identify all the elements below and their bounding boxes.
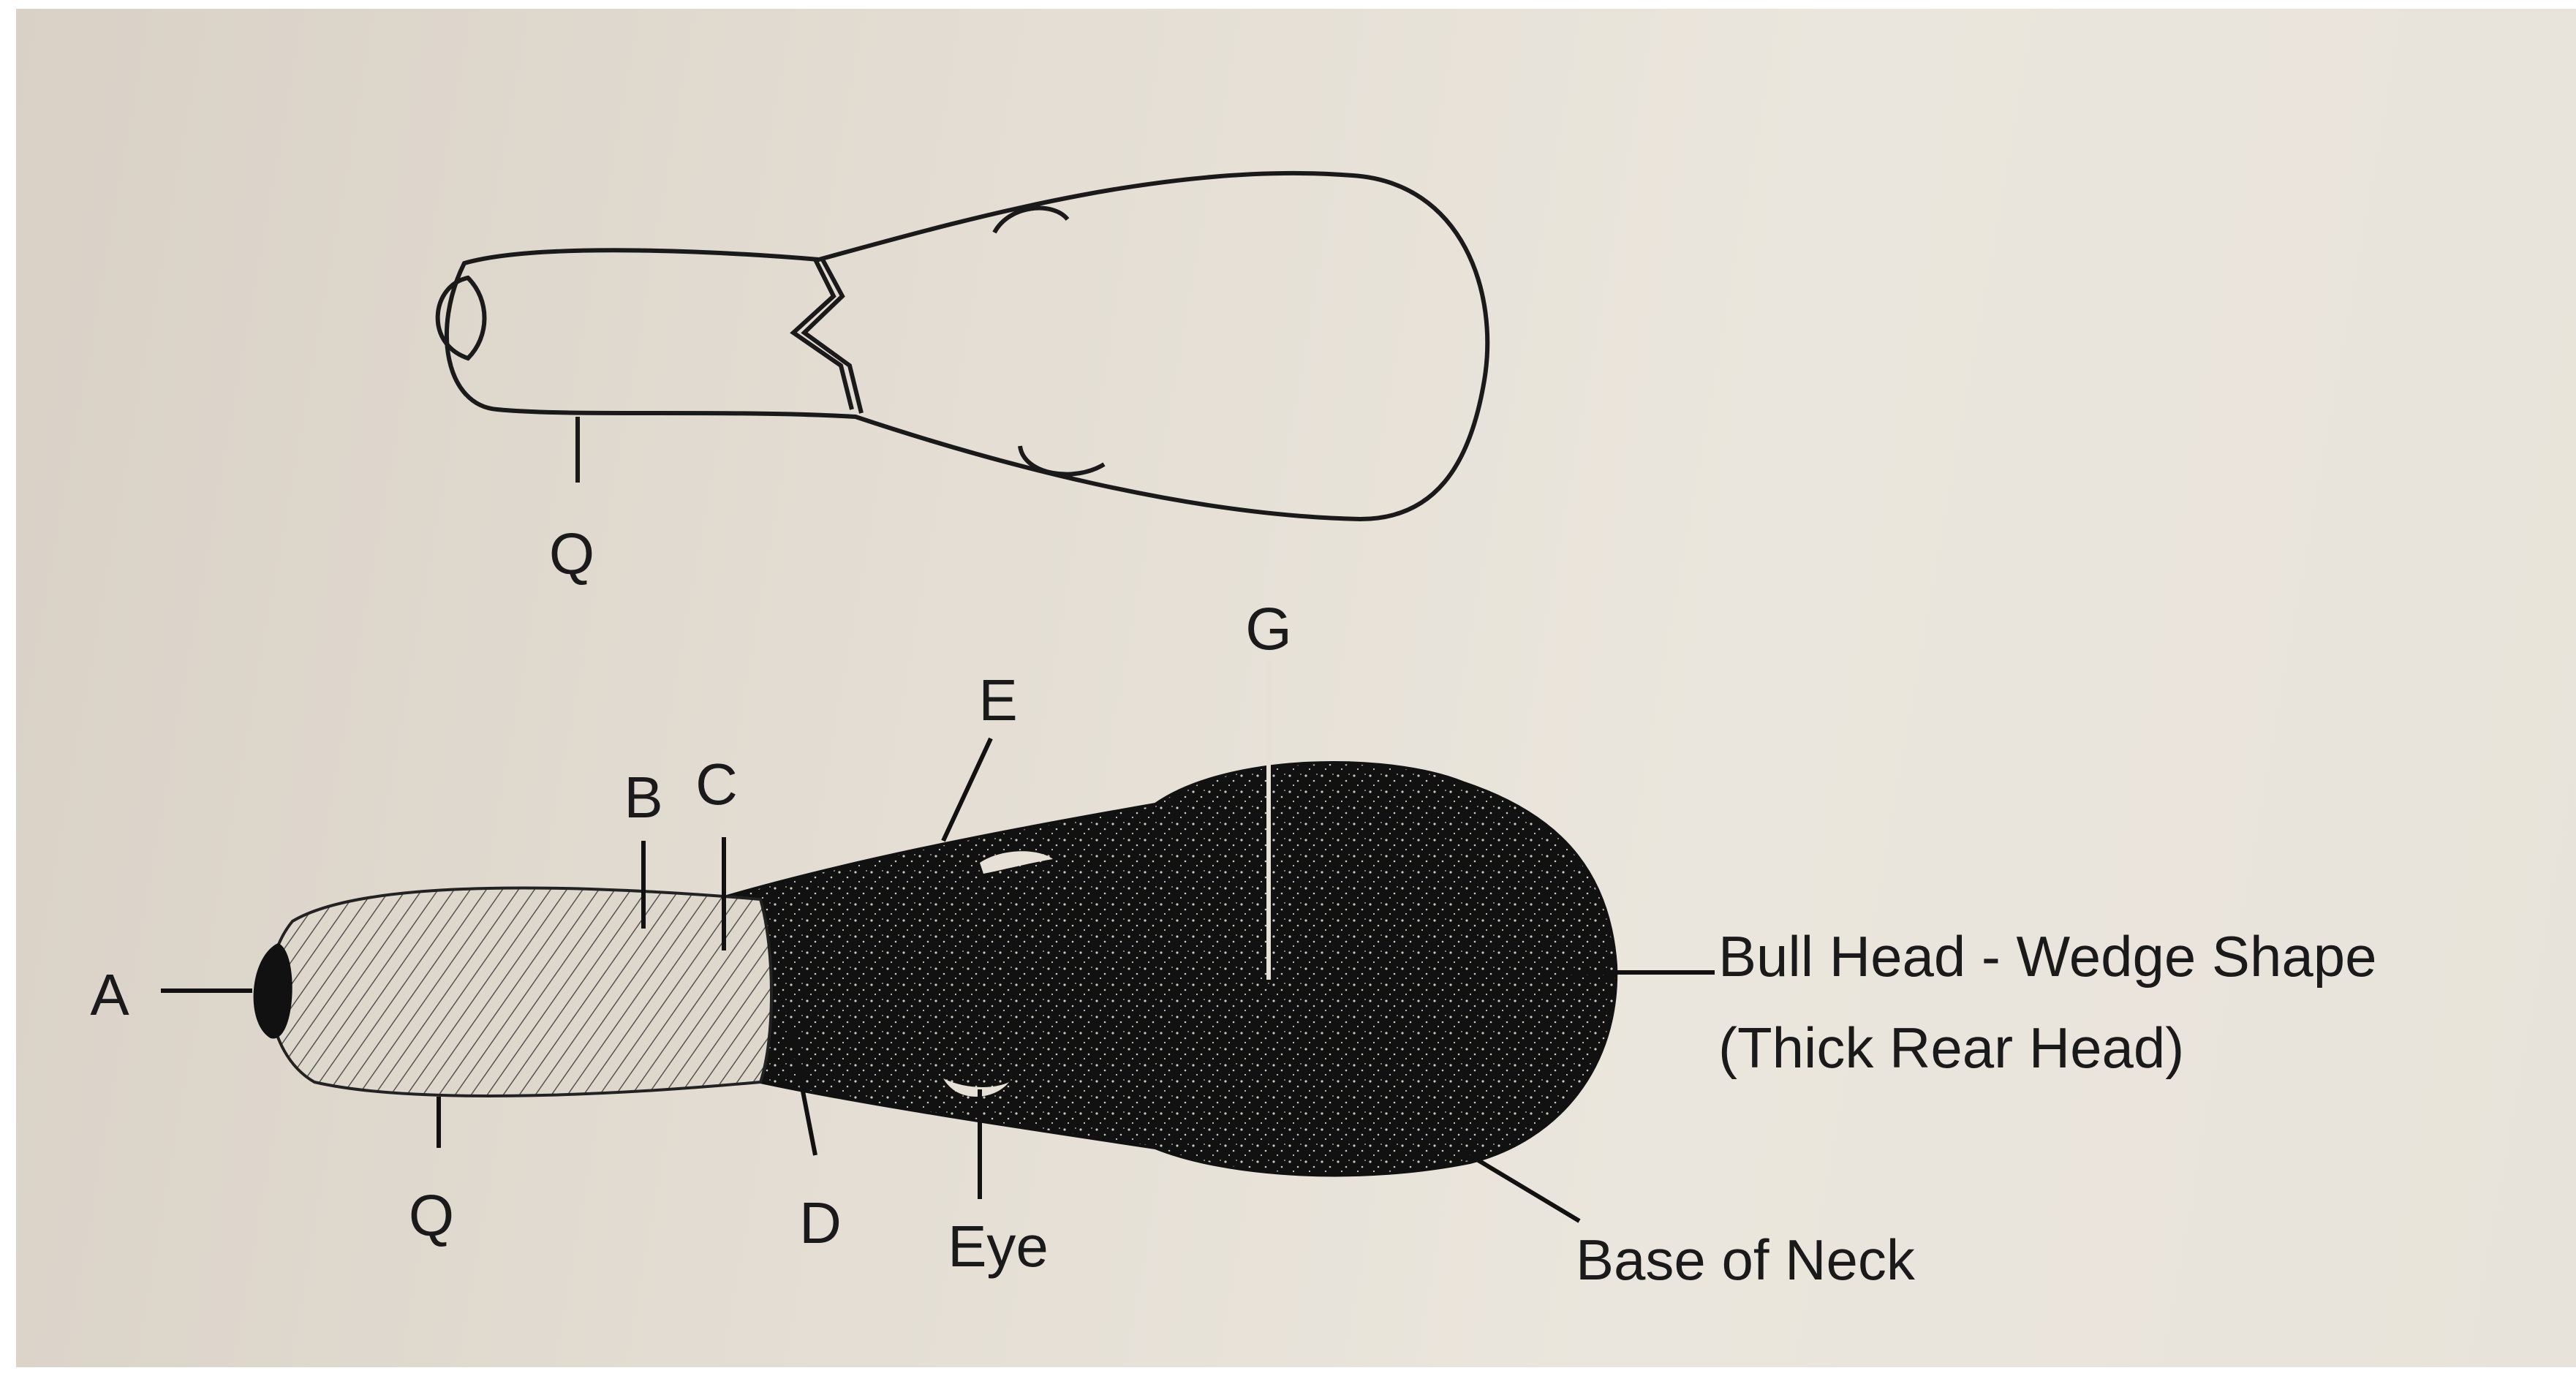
side-view-body bbox=[717, 763, 1616, 1175]
label-bull-head-line1: Bull Head - Wedge Shape bbox=[1718, 924, 2376, 988]
label-bull-head-line2: (Thick Rear Head) bbox=[1718, 1016, 2184, 1080]
side-view-nose-tip bbox=[254, 943, 292, 1039]
top-view-q-label: Q bbox=[549, 521, 594, 586]
label-b: B bbox=[624, 765, 662, 830]
label-eye: Eye bbox=[948, 1214, 1049, 1279]
label-e: E bbox=[978, 668, 1017, 733]
leader-e bbox=[943, 738, 991, 841]
label-a: A bbox=[90, 962, 129, 1027]
top-view-body bbox=[447, 173, 1487, 519]
label-base-of-neck: Base of Neck bbox=[1576, 1228, 1916, 1292]
side-view-snout bbox=[270, 888, 771, 1096]
label-g: G bbox=[1245, 596, 1292, 662]
top-view-snout bbox=[438, 278, 485, 358]
side-view bbox=[254, 763, 1617, 1175]
leader-base-of-neck bbox=[1470, 1155, 1579, 1221]
label-c: C bbox=[695, 752, 738, 817]
top-view-zigzag bbox=[793, 260, 852, 409]
label-q: Q bbox=[409, 1183, 454, 1248]
top-view-outline bbox=[438, 173, 1488, 519]
label-d: D bbox=[799, 1190, 842, 1255]
